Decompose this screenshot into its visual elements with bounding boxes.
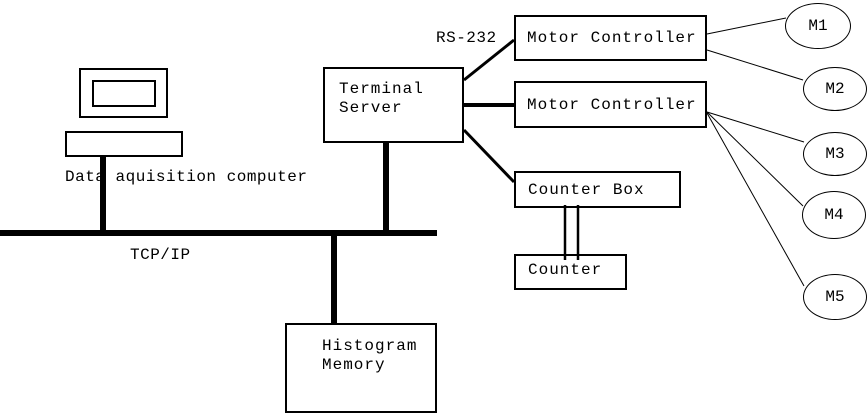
motor-controller-2-node: Motor Controller	[514, 81, 707, 128]
motor-controller-2-to-m3-line	[706, 111, 805, 143]
terminal-server-label-line1: Terminal	[339, 80, 424, 98]
motor-controller-1-to-m2-line	[706, 49, 804, 81]
terminal-server-label-line2: Server	[339, 99, 403, 117]
motor-m5-node: M5	[803, 274, 867, 320]
motor-controller-1-to-m1-line	[706, 17, 787, 35]
motor-controller-1-label: Motor Controller	[527, 29, 697, 47]
motor-controller-1-node: Motor Controller	[514, 15, 707, 61]
terminal-server-node: Terminal Server	[323, 67, 464, 143]
motor-m4-node: M4	[802, 191, 866, 239]
motor-controller-2-to-m4-line	[706, 111, 804, 207]
motor-m2-node: M2	[803, 67, 867, 111]
counter-box-label: Counter Box	[528, 180, 645, 199]
tcp-ip-bus-label: TCP/IP	[130, 246, 191, 264]
counter-box-node: Counter Box	[514, 171, 681, 208]
histogram-memory-label-line2: Memory	[322, 356, 386, 374]
keyboard-icon	[65, 131, 183, 157]
motor-m3-node: M3	[803, 132, 867, 176]
monitor-screen-icon	[92, 80, 156, 107]
rs-232-label: RS-232	[436, 29, 497, 47]
histogram-memory-node: Histogram Memory	[285, 323, 437, 413]
motor-controller-2-to-m5-line	[706, 112, 805, 287]
motor-m3-label: M3	[825, 145, 845, 163]
motor-m5-label: M5	[825, 288, 845, 306]
terminal-server-to-counter-box-line	[462, 128, 516, 184]
counter-node: Counter	[514, 254, 627, 290]
data-acquisition-computer-label: Data aquisition computer	[65, 168, 308, 186]
motor-m1-node: M1	[785, 3, 851, 49]
motor-controller-2-label: Motor Controller	[527, 95, 697, 114]
counter-label: Counter	[528, 261, 603, 279]
histogram-memory-label-line1: Histogram	[322, 337, 418, 355]
motor-m2-label: M2	[825, 80, 845, 98]
motor-m1-label: M1	[808, 17, 828, 35]
motor-m4-label: M4	[824, 206, 844, 224]
